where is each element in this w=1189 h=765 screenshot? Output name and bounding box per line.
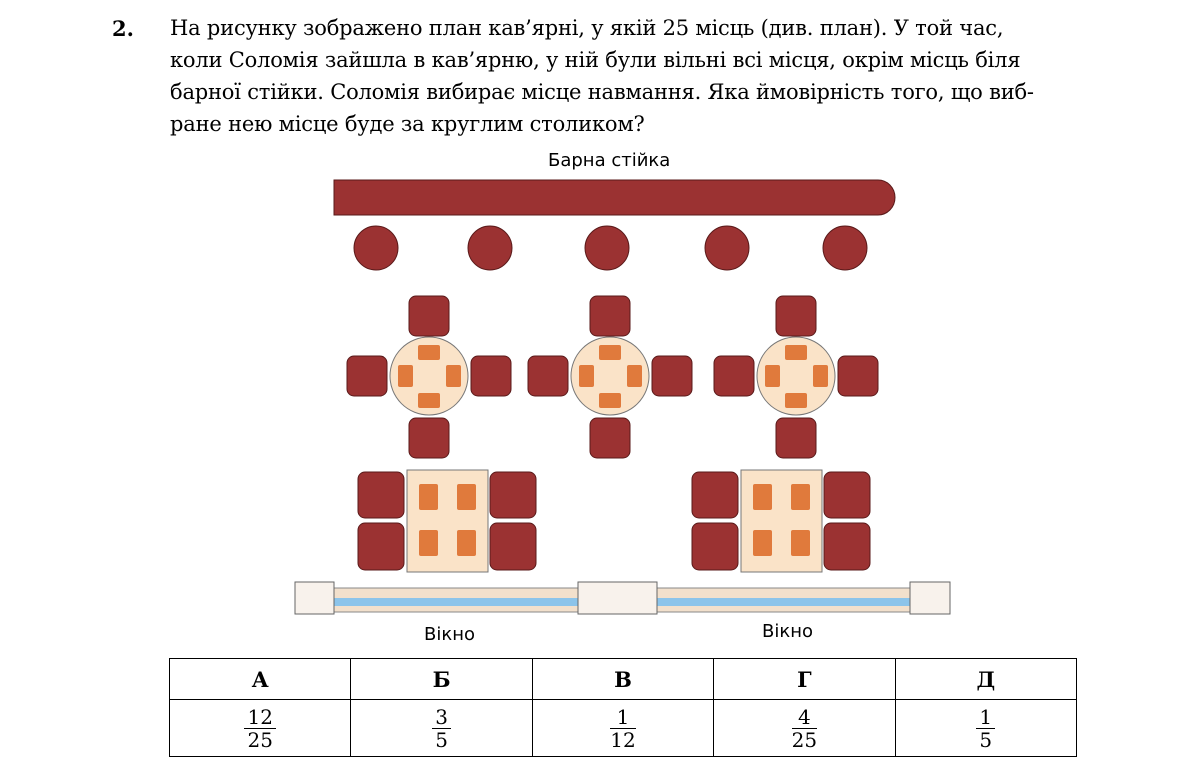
round-table: [570, 336, 650, 416]
window-label-left: Вікно: [424, 624, 476, 645]
chair: [346, 355, 388, 397]
chair: [527, 355, 569, 397]
plate: [785, 345, 807, 360]
plate: [579, 365, 594, 387]
bar-stool: [704, 225, 750, 271]
problem-line: барної стійки. Соломія вибирає місце нав…: [170, 80, 1034, 104]
sofa-chair: [489, 471, 537, 519]
chair: [651, 355, 693, 397]
denominator: 25: [247, 727, 273, 752]
bar-stool: [822, 225, 868, 271]
answer-header: Д: [894, 658, 1078, 700]
numerator: 1: [976, 706, 996, 729]
bar-stool: [467, 225, 513, 271]
window-label-right: Вікно: [762, 621, 814, 642]
plate: [599, 393, 621, 408]
numerator: 4: [791, 706, 818, 729]
problem-text: На рисунку зображено план кав’ярні, у як…: [170, 12, 1080, 140]
chair: [775, 417, 817, 459]
plate: [753, 530, 772, 556]
plate: [599, 345, 621, 360]
window-frame: [577, 581, 658, 615]
plate: [418, 345, 440, 360]
plate: [419, 484, 438, 510]
numerator: 3: [432, 706, 451, 729]
chair: [713, 355, 755, 397]
sofa-chair: [691, 522, 739, 571]
problem-line: коли Соломія зайшла в кав’ярню, у ній бу…: [170, 48, 1021, 72]
plate: [418, 393, 440, 408]
plate: [791, 484, 810, 510]
sofa-chair: [691, 471, 739, 519]
chair: [837, 355, 879, 397]
sofa-chair: [357, 522, 405, 571]
sofa-chair: [823, 522, 871, 571]
chair: [470, 355, 512, 397]
denominator: 25: [791, 727, 818, 752]
chair: [589, 295, 631, 337]
problem-line: ране нею місце буде за круглим столиком?: [170, 112, 645, 136]
plate: [765, 365, 780, 387]
plate: [791, 530, 810, 556]
denominator: 5: [979, 727, 993, 752]
plate: [446, 365, 461, 387]
plate: [457, 484, 476, 510]
sofa-chair: [823, 471, 871, 519]
sofa-chair: [357, 471, 405, 519]
plate: [753, 484, 772, 510]
answer-header: Б: [350, 658, 533, 700]
problem-number: 2.: [112, 16, 134, 41]
answer-header: В: [531, 658, 715, 700]
denominator: 5: [435, 727, 448, 752]
answer-header: Г: [713, 658, 896, 700]
bar-stool: [584, 225, 630, 271]
round-table: [756, 336, 836, 416]
denominator: 12: [610, 727, 636, 752]
bar-counter: [333, 179, 896, 216]
round-table: [389, 336, 469, 416]
plate: [419, 530, 438, 556]
chair: [775, 295, 817, 337]
chair: [408, 417, 450, 459]
plate: [813, 365, 828, 387]
bar-stool: [353, 225, 399, 271]
plate: [785, 393, 807, 408]
sofa-chair: [489, 522, 537, 571]
chair: [408, 295, 450, 337]
answer-header: А: [168, 658, 352, 700]
problem-line: На рисунку зображено план кав’ярні, у як…: [170, 16, 1004, 40]
plate: [627, 365, 642, 387]
plate: [457, 530, 476, 556]
bar-label: Барна стійка: [548, 150, 671, 171]
window-frame: [909, 581, 951, 615]
plate: [398, 365, 413, 387]
numerator: 1: [610, 706, 636, 729]
numerator: 12: [244, 706, 276, 729]
window-frame: [294, 581, 335, 615]
chair: [589, 417, 631, 459]
